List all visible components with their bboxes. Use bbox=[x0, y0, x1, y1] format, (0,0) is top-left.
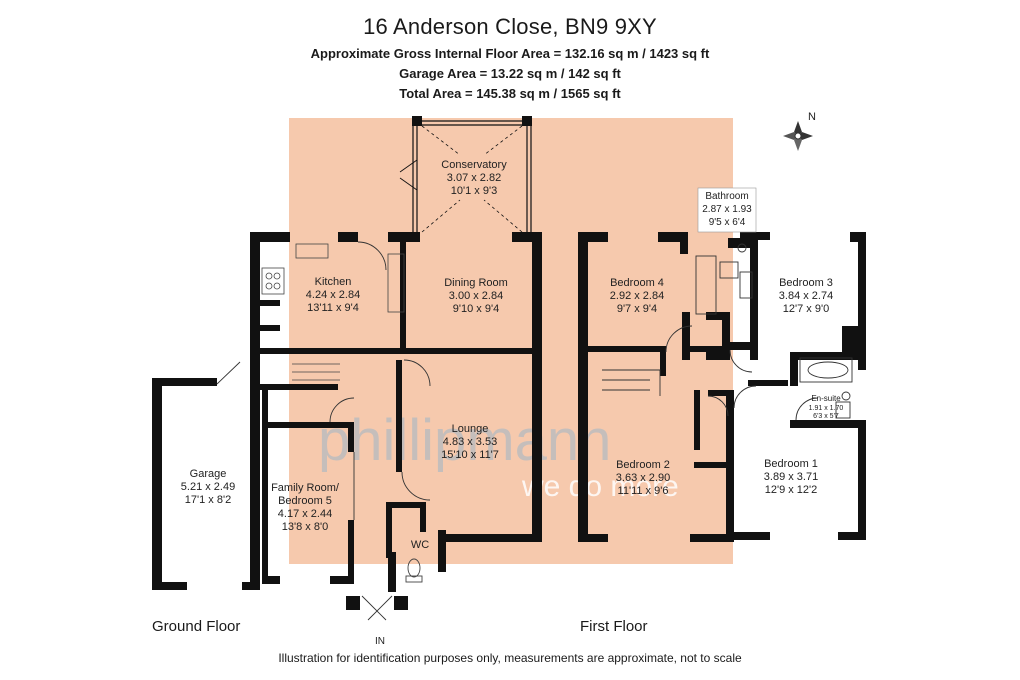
bedroom4-name: Bedroom 4 bbox=[610, 277, 664, 289]
conservatory-name: Conservatory bbox=[441, 159, 507, 171]
first-floor-walls bbox=[578, 232, 866, 542]
garage-metric: 5.21 x 2.49 bbox=[181, 481, 235, 493]
kitchen-fittings bbox=[261, 243, 405, 381]
family-name-1: Family Room/ bbox=[271, 482, 340, 494]
kitchen-name: Kitchen bbox=[315, 276, 352, 288]
ground-floor-label: Ground Floor bbox=[152, 618, 241, 635]
room-bathroom: Bathroom 2.87 x 1.93 9'5 x 6'4 bbox=[697, 187, 757, 233]
watermark-tagline: we do more bbox=[521, 470, 679, 503]
kitchen-imperial: 13'11 x 9'4 bbox=[307, 302, 359, 314]
floor-area: Approximate Gross Internal Floor Area = … bbox=[310, 46, 710, 61]
bedroom3-metric: 3.84 x 2.74 bbox=[779, 290, 833, 302]
ensuite-name: En-suite bbox=[811, 394, 841, 403]
ensuite-metric: 1.91 x 1.70 bbox=[809, 405, 844, 412]
dining-name: Dining Room bbox=[444, 277, 508, 289]
conservatory-glazing bbox=[399, 120, 532, 233]
disclaimer: Illustration for identification purposes… bbox=[278, 651, 742, 665]
wc-fittings bbox=[405, 558, 423, 583]
bedroom2-metric: 3.63 x 2.90 bbox=[616, 472, 670, 484]
room-kitchen: Kitchen 4.24 x 2.84 13'11 x 9'4 bbox=[306, 276, 360, 314]
conservatory-metric: 3.07 x 2.82 bbox=[447, 172, 501, 184]
bathroom-metric: 2.87 x 1.93 bbox=[702, 204, 752, 215]
room-garage: Garage 5.21 x 2.49 17'1 x 8'2 bbox=[181, 468, 235, 506]
bedroom2-name: Bedroom 2 bbox=[616, 459, 670, 471]
compass-label: N bbox=[808, 111, 816, 123]
plan-highlight bbox=[289, 118, 733, 564]
garage-name: Garage bbox=[190, 468, 227, 480]
room-family: Family Room/ Bedroom 5 4.17 x 2.44 13'8 … bbox=[271, 482, 340, 533]
ground-floor-walls bbox=[152, 116, 542, 610]
family-imperial: 13'8 x 8'0 bbox=[282, 521, 328, 533]
ensuite-imperial: 6'3 x 5'7 bbox=[813, 413, 839, 420]
room-bedroom4: Bedroom 4 2.92 x 2.84 9'7 x 9'4 bbox=[610, 277, 664, 315]
bathroom-imperial: 9'5 x 6'4 bbox=[709, 217, 746, 228]
bedroom3-name: Bedroom 3 bbox=[779, 277, 833, 289]
wc-name: WC bbox=[411, 539, 429, 551]
ground-door-swings bbox=[216, 241, 431, 621]
bedroom4-imperial: 9'7 x 9'4 bbox=[617, 303, 657, 315]
room-bedroom2: Bedroom 2 3.63 x 2.90 11'11 x 9'6 bbox=[616, 459, 670, 497]
conservatory-imperial: 10'1 x 9'3 bbox=[451, 185, 497, 197]
room-bedroom3: Bedroom 3 3.84 x 2.74 12'7 x 9'0 bbox=[779, 277, 833, 315]
bathroom-name: Bathroom bbox=[705, 191, 748, 202]
room-ensuite: En-suite 1.91 x 1.70 6'3 x 5'7 bbox=[809, 394, 844, 420]
kitchen-metric: 4.24 x 2.84 bbox=[306, 289, 360, 301]
room-conservatory: Conservatory 3.07 x 2.82 10'1 x 9'3 bbox=[441, 159, 507, 197]
first-floor-fittings bbox=[602, 243, 853, 421]
room-lounge: Lounge 4.83 x 3.53 15'10 x 11'7 bbox=[441, 423, 499, 461]
bedroom3-imperial: 12'7 x 9'0 bbox=[783, 303, 829, 315]
family-name-2: Bedroom 5 bbox=[278, 495, 332, 507]
bedroom4-metric: 2.92 x 2.84 bbox=[610, 290, 664, 302]
dining-imperial: 9'10 x 9'4 bbox=[453, 303, 499, 315]
bedroom1-imperial: 12'9 x 12'2 bbox=[765, 484, 818, 496]
garage-area: Garage Area = 13.22 sq m / 142 sq ft bbox=[399, 66, 621, 81]
first-floor-label: First Floor bbox=[580, 618, 648, 635]
family-metric: 4.17 x 2.44 bbox=[278, 508, 332, 520]
dining-metric: 3.00 x 2.84 bbox=[449, 290, 503, 302]
lounge-name: Lounge bbox=[452, 423, 489, 435]
property-address: 16 Anderson Close, BN9 9XY bbox=[363, 14, 657, 39]
compass-icon bbox=[783, 121, 813, 151]
entrance-label: IN bbox=[375, 636, 385, 647]
total-area: Total Area = 145.38 sq m / 1565 sq ft bbox=[399, 86, 621, 101]
lounge-metric: 4.83 x 3.53 bbox=[443, 436, 497, 448]
watermark-brand: phillipmann bbox=[318, 408, 611, 473]
bedroom2-imperial: 11'11 x 9'6 bbox=[618, 485, 669, 497]
room-dining: Dining Room 3.00 x 2.84 9'10 x 9'4 bbox=[444, 277, 508, 315]
garage-imperial: 17'1 x 8'2 bbox=[185, 494, 231, 506]
room-bedroom1: Bedroom 1 3.89 x 3.71 12'9 x 12'2 bbox=[764, 458, 818, 496]
bedroom1-metric: 3.89 x 3.71 bbox=[764, 471, 818, 483]
bedroom1-name: Bedroom 1 bbox=[764, 458, 818, 470]
lounge-imperial: 15'10 x 11'7 bbox=[441, 449, 499, 461]
